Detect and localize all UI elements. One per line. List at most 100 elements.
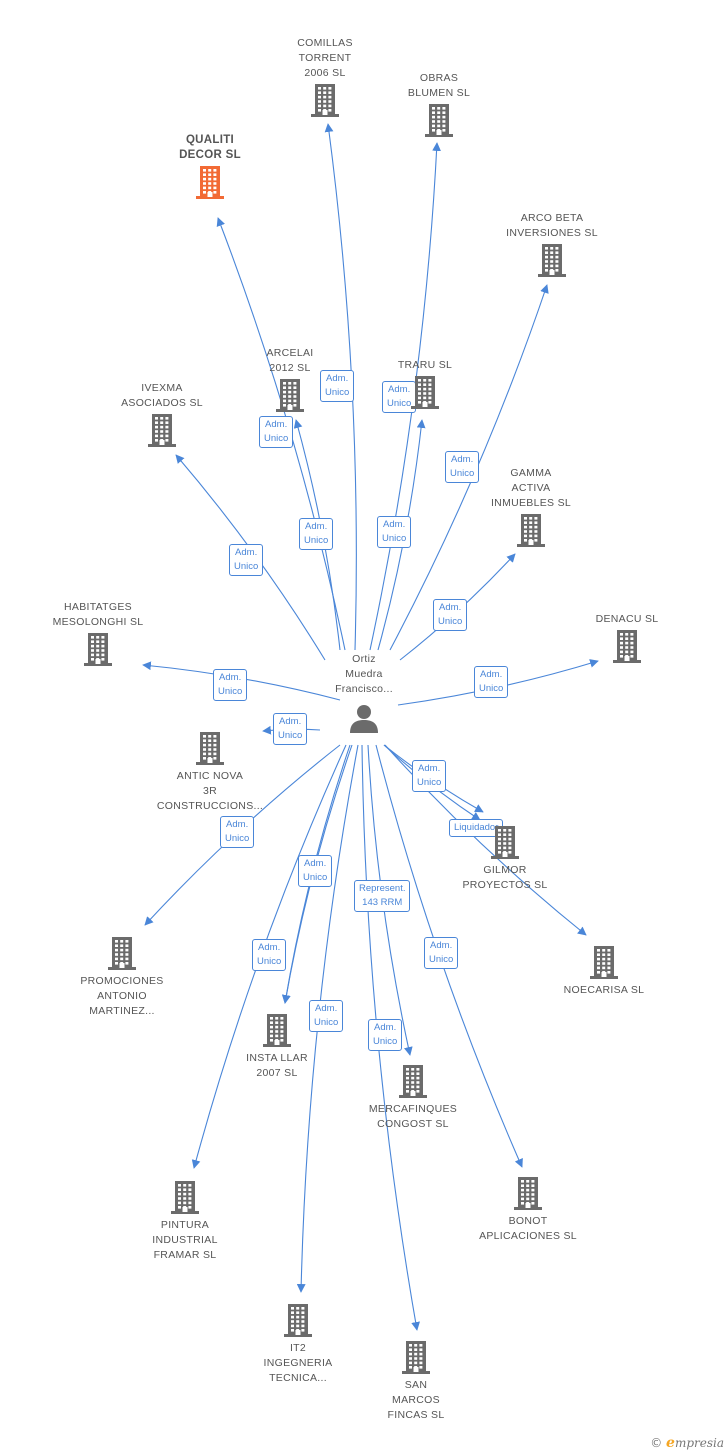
company-name-line: PROYECTOS SL <box>462 879 548 891</box>
relation-label-line: Adm. <box>418 763 441 774</box>
footer-brand: © empresia <box>650 1435 724 1451</box>
relation-label-arcelai[interactable]: Adm. Unico <box>299 518 334 550</box>
company-name[interactable]: PINTURA INDUSTRIAL FRAMAR SL <box>120 1218 250 1263</box>
relation-label-anticnova[interactable]: Adm.Unico <box>273 713 308 745</box>
relation-label-instalar[interactable]: Adm.Unico <box>252 939 287 971</box>
company-name-line: GAMMA <box>510 467 552 479</box>
relation-label-line: Unico <box>257 956 282 967</box>
relation-label-it2[interactable]: Adm. Unico <box>309 1000 344 1032</box>
relation-label-line: Unico <box>325 387 350 398</box>
edge-r-noecarisa <box>384 744 587 936</box>
relation-label-denacu[interactable]: Adm.Unico <box>474 666 509 698</box>
company-name-line: IVEXMA <box>141 382 183 394</box>
relation-label-line: Unico <box>225 833 250 844</box>
relation-label-ivexma[interactable]: Adm.Unico <box>229 544 264 576</box>
company-name[interactable]: NOECARISA SL <box>539 983 669 998</box>
company-node-denacu[interactable]: DENACU SL <box>562 612 692 663</box>
relation-label-line: Adm. <box>439 602 462 613</box>
relation-label-instalar[interactable]: Adm.Unico <box>298 855 333 887</box>
company-name-line: TRARU SL <box>397 359 453 371</box>
relation-label-mercafinques[interactable]: Adm.Unico <box>368 1019 403 1051</box>
relation-label-line: Adm. <box>315 1003 338 1014</box>
building-icon <box>284 1304 312 1337</box>
company-name-line: BLUMEN SL <box>407 87 471 99</box>
company-name-line: PINTURA <box>160 1219 210 1231</box>
company-node-noecarisa[interactable]: NOECARISA SL <box>539 943 669 998</box>
building-icon <box>402 1341 430 1374</box>
relation-label-line: Unico <box>314 1017 339 1028</box>
building-icon <box>148 414 176 447</box>
company-name-line: OBRAS <box>419 72 459 84</box>
company-name-line: IT2 <box>289 1342 307 1354</box>
company-name-line: MARTINEZ... <box>89 1005 155 1017</box>
relation-label-gilmor[interactable]: Adm.Unico <box>412 760 447 792</box>
company-name[interactable]: DENACU SL <box>562 612 692 627</box>
company-name-line: 2007 SL <box>256 1067 298 1079</box>
company-name[interactable]: OBRAS BLUMEN SL <box>374 71 504 101</box>
company-node-pintura[interactable]: PINTURA INDUSTRIAL FRAMAR SL <box>120 1178 250 1263</box>
company-name-line: FRAMAR SL <box>153 1249 217 1261</box>
company-node-traru[interactable]: TRARU SL <box>360 358 490 409</box>
relation-label-line: Represent. <box>359 883 406 894</box>
relation-label-line: Adm. <box>430 940 453 951</box>
company-name-line: DECOR SL <box>179 149 241 161</box>
relation-label-line: Adm. <box>305 521 328 532</box>
building-icon <box>590 946 618 979</box>
company-name-line: DENACU SL <box>595 613 659 625</box>
company-name[interactable]: TRARU SL <box>360 358 490 373</box>
relation-label-bonot[interactable]: Adm.Unico <box>424 937 459 969</box>
relation-label-traru[interactable]: Adm.Unico <box>377 516 412 548</box>
company-name-line: ANTONIO <box>97 990 147 1002</box>
company-name-line: COMILLAS <box>297 37 353 49</box>
company-name-line: 3R <box>202 785 218 797</box>
company-name-line: INDUSTRIAL <box>152 1234 218 1246</box>
relation-label-gamma[interactable]: Adm. Unico <box>433 599 468 631</box>
relation-label-arcobeta[interactable]: Adm.Unico <box>445 451 480 483</box>
relation-label-promociones[interactable]: Adm.Unico <box>220 816 255 848</box>
relation-label-qualiti[interactable]: Adm.Unico <box>259 416 294 448</box>
relation-label-line: Unico <box>438 616 463 627</box>
relation-label-sanmarcos[interactable]: Represent.143 RRM <box>354 880 411 912</box>
relation-label-habitatges[interactable]: Adm.Unico <box>213 669 248 701</box>
person-name-line: Francisco... <box>335 683 393 695</box>
building-icon <box>517 514 545 547</box>
company-node-obras[interactable]: OBRAS BLUMEN SL <box>374 71 504 137</box>
building-icon <box>84 633 112 666</box>
relation-label-line: Unico <box>304 535 329 546</box>
relation-label-line: Unico <box>303 872 328 883</box>
relation-label-comillas[interactable]: Adm. Unico <box>320 370 355 402</box>
relation-label-line: Adm. <box>326 373 349 384</box>
